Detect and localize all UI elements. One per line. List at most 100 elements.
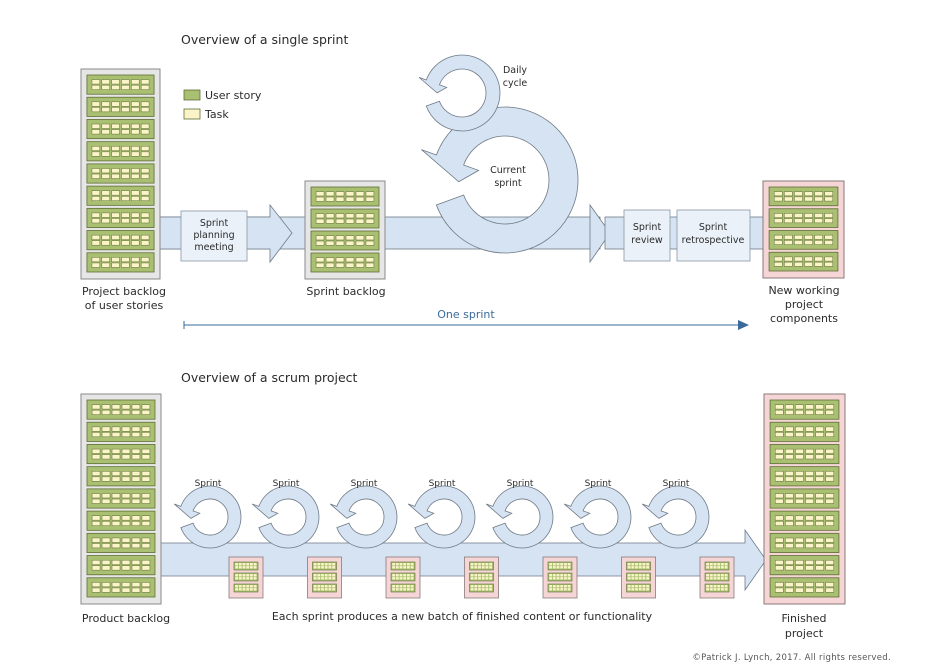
task bbox=[317, 563, 321, 566]
task bbox=[246, 566, 250, 569]
task bbox=[140, 173, 150, 179]
task bbox=[101, 101, 110, 107]
task bbox=[250, 566, 253, 569]
task bbox=[815, 426, 824, 432]
task bbox=[324, 577, 328, 580]
task bbox=[403, 574, 407, 577]
user-story bbox=[469, 583, 494, 593]
user-story bbox=[86, 96, 155, 117]
task bbox=[805, 587, 814, 593]
task bbox=[335, 191, 345, 197]
task bbox=[355, 213, 365, 219]
task bbox=[315, 235, 325, 241]
sprint-batch bbox=[699, 556, 735, 599]
task bbox=[410, 577, 414, 580]
planning-line3: meeting bbox=[194, 242, 233, 253]
task bbox=[556, 566, 560, 569]
task bbox=[794, 191, 803, 197]
user-story bbox=[310, 252, 380, 273]
sprint-review-box: Sprint review bbox=[623, 209, 671, 262]
task bbox=[724, 574, 728, 577]
task bbox=[140, 129, 150, 135]
current-sprint-cycle-icon: Current sprint bbox=[421, 106, 579, 254]
task bbox=[91, 129, 101, 135]
finished-project bbox=[763, 393, 846, 605]
task bbox=[324, 563, 328, 566]
planning-line1: Sprint bbox=[200, 218, 229, 229]
task bbox=[111, 107, 120, 113]
task bbox=[552, 588, 556, 591]
task bbox=[474, 563, 478, 566]
task bbox=[101, 432, 111, 438]
sprint-batch bbox=[542, 556, 578, 599]
finished-label-line2: project bbox=[785, 627, 824, 640]
task bbox=[564, 577, 567, 580]
task bbox=[399, 588, 403, 591]
sprint-batch bbox=[621, 556, 656, 599]
task bbox=[642, 566, 646, 569]
task bbox=[567, 566, 571, 569]
task bbox=[399, 577, 403, 580]
task bbox=[101, 559, 111, 565]
task bbox=[131, 543, 141, 549]
task bbox=[635, 574, 638, 577]
task bbox=[101, 79, 110, 85]
task bbox=[631, 574, 635, 577]
task bbox=[140, 101, 150, 107]
task bbox=[111, 79, 120, 85]
task bbox=[825, 515, 835, 521]
task bbox=[556, 588, 560, 591]
task bbox=[325, 262, 335, 268]
task bbox=[111, 151, 120, 157]
task bbox=[345, 240, 355, 246]
task bbox=[101, 151, 110, 157]
task bbox=[131, 493, 141, 499]
sprint-backlog-label: Sprint backlog bbox=[306, 285, 385, 298]
user-story bbox=[86, 141, 155, 162]
task bbox=[141, 404, 151, 410]
task bbox=[724, 563, 728, 566]
task bbox=[141, 432, 151, 438]
task bbox=[474, 577, 478, 580]
task bbox=[638, 585, 642, 588]
task bbox=[470, 566, 474, 569]
review-line1: Sprint bbox=[633, 222, 662, 233]
user-story bbox=[233, 583, 259, 593]
task bbox=[253, 577, 257, 580]
task bbox=[395, 577, 399, 580]
task bbox=[407, 574, 410, 577]
task bbox=[101, 196, 110, 201]
task bbox=[131, 582, 141, 588]
task bbox=[804, 213, 813, 218]
task bbox=[724, 577, 728, 580]
task bbox=[825, 559, 835, 565]
task bbox=[815, 537, 824, 543]
task bbox=[825, 409, 835, 415]
task bbox=[365, 240, 375, 246]
task bbox=[253, 563, 257, 566]
task bbox=[101, 493, 111, 499]
task bbox=[773, 256, 783, 262]
task bbox=[141, 587, 151, 593]
task bbox=[724, 585, 728, 588]
task bbox=[140, 196, 150, 201]
task bbox=[646, 588, 649, 591]
task bbox=[91, 262, 101, 268]
task bbox=[111, 84, 120, 90]
sprint-cycle-icon: Sprint bbox=[329, 479, 398, 549]
task bbox=[784, 213, 793, 218]
task bbox=[121, 404, 131, 410]
task bbox=[564, 574, 567, 577]
current-sprint-line2: sprint bbox=[494, 178, 522, 189]
task bbox=[250, 585, 253, 588]
task bbox=[121, 432, 131, 438]
task bbox=[242, 588, 246, 591]
user-story bbox=[704, 561, 730, 571]
task bbox=[121, 123, 130, 129]
task bbox=[717, 566, 721, 569]
task bbox=[324, 566, 328, 569]
task bbox=[804, 240, 813, 245]
task bbox=[91, 515, 101, 521]
task bbox=[131, 521, 141, 526]
task bbox=[631, 577, 635, 580]
